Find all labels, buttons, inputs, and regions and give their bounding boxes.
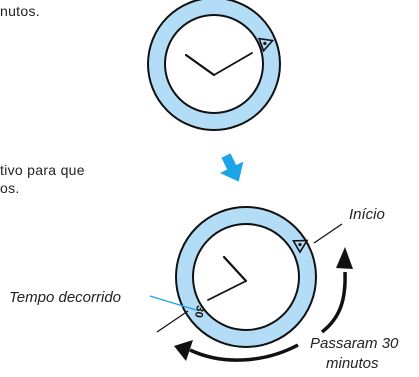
rotation-arrow-right (320, 247, 353, 334)
start-line (313, 223, 343, 244)
elapsed-leader-line (149, 295, 197, 311)
passed-label-line1: Passaram 30 (310, 335, 399, 352)
start-label: Início (349, 206, 385, 223)
elapsed-line (156, 310, 189, 333)
hour-hand-bottom (222, 255, 248, 283)
dial-face-bottom (192, 223, 300, 331)
triangle-marker-icon-bottom (292, 239, 309, 254)
minute-hand-top (213, 52, 253, 76)
down-arrow-icon (220, 153, 244, 182)
instruction-text-2: tivo para que (0, 162, 85, 178)
bezel-30-marker: 30 (192, 304, 206, 318)
watch-bottom: 30 (175, 206, 317, 348)
minute-hand-bottom (207, 280, 247, 301)
instruction-text-1: nutos. (0, 3, 40, 19)
elapsed-time-label: Tempo decorrido (9, 289, 122, 306)
dial-face-top (164, 14, 264, 114)
passed-label-line2: minutos (326, 355, 379, 372)
rotation-arrow-bottom (174, 340, 299, 362)
hour-hand-top (184, 53, 216, 77)
triangle-marker-icon-top (257, 37, 275, 53)
watch-top (147, 0, 281, 131)
instruction-text-3: os. (0, 180, 20, 196)
